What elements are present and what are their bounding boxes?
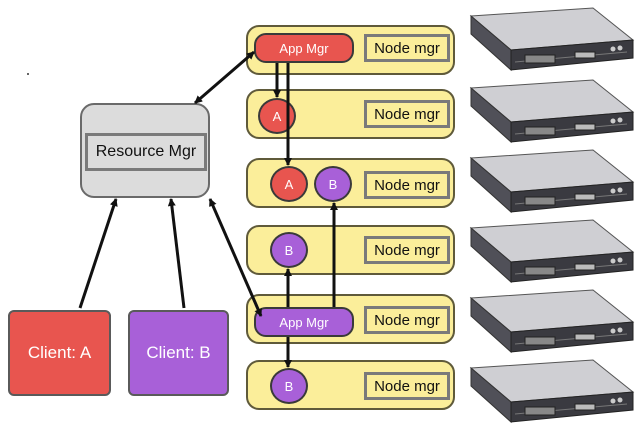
app-manager-a: App Mgr bbox=[254, 33, 354, 63]
rack-server-6 bbox=[469, 359, 635, 424]
node-manager-4: Node mgr bbox=[364, 236, 450, 264]
node-manager-1: Node mgr bbox=[364, 34, 450, 62]
app-manager-b: App Mgr bbox=[254, 307, 354, 337]
resource-manager-label: Resource Mgr bbox=[85, 133, 207, 171]
rack-server-1 bbox=[469, 7, 635, 72]
rack-server-5 bbox=[469, 289, 635, 354]
rack-server-4 bbox=[469, 219, 635, 284]
container-b-node4: B bbox=[270, 232, 308, 268]
container-a-node3: A bbox=[270, 166, 308, 202]
node-manager-2: Node mgr bbox=[364, 100, 450, 128]
stray-dot bbox=[27, 73, 29, 75]
container-b-node6: B bbox=[270, 368, 308, 404]
edge-client-a-to-rm bbox=[78, 198, 118, 309]
container-b-node3: B bbox=[314, 166, 352, 202]
rack-server-2 bbox=[469, 79, 635, 144]
client-b: Client: B bbox=[128, 310, 229, 396]
node-manager-6: Node mgr bbox=[364, 372, 450, 400]
client-a: Client: A bbox=[8, 310, 111, 396]
node-manager-5: Node mgr bbox=[364, 306, 450, 334]
edge-client-b-to-rm bbox=[167, 198, 186, 309]
container-a-node2: A bbox=[258, 98, 296, 134]
node-manager-3: Node mgr bbox=[364, 171, 450, 199]
rack-server-3 bbox=[469, 149, 635, 214]
